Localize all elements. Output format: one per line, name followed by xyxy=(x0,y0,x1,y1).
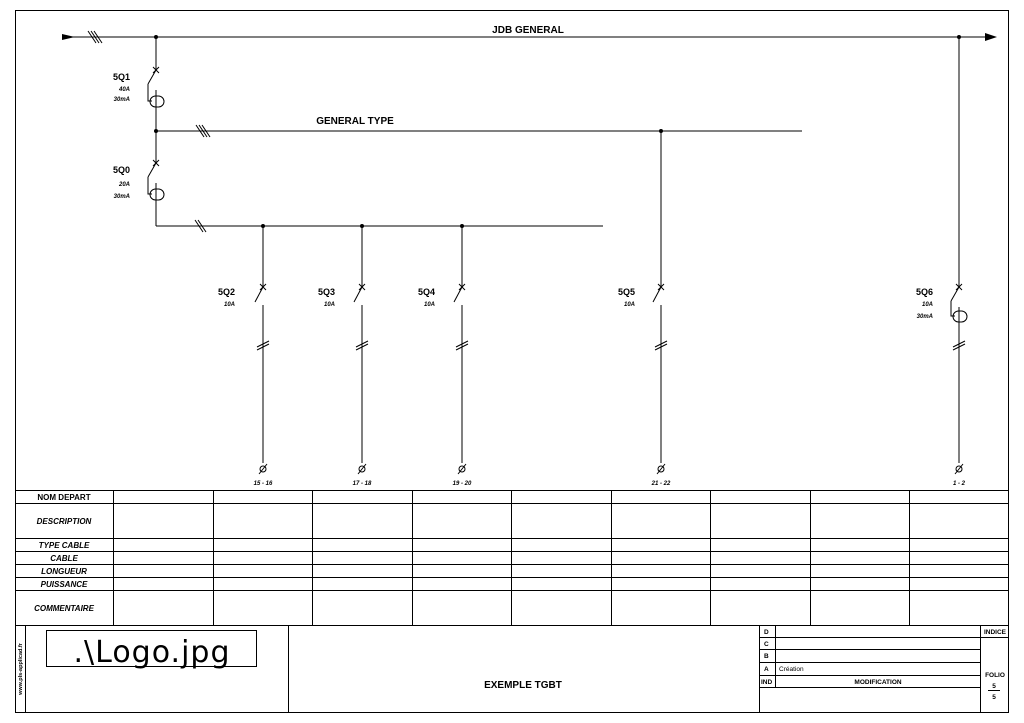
breaker-rating: 40A xyxy=(118,87,130,93)
feeder-5q5 xyxy=(652,131,668,475)
drawing-title: EXEMPLE TGBT xyxy=(484,680,562,691)
feeder-5q3 xyxy=(353,226,369,475)
main-bus-label: JDB GENERAL xyxy=(492,25,564,36)
side-website-text: www.pls-applicad.fr xyxy=(18,642,24,696)
differential-coil-symbol xyxy=(149,188,165,201)
breaker-rating: 20A xyxy=(118,182,130,188)
sub-bus-label: GENERAL TYPE xyxy=(316,116,394,127)
folio-number: 5 xyxy=(992,683,996,690)
folio-total: 5 xyxy=(992,694,996,701)
terminal-label: 17 - 18 xyxy=(353,481,372,487)
sub-bus-general-type xyxy=(156,124,802,138)
breaker-5q1 xyxy=(147,37,165,133)
terminal-symbol xyxy=(259,465,267,473)
main-bus-arrow-right xyxy=(985,33,997,41)
differential-coil-symbol xyxy=(952,310,968,323)
table-row-label: LONGUEUR xyxy=(41,567,87,576)
revision-index: A xyxy=(764,666,769,673)
breaker-id: 5Q0 xyxy=(113,165,130,175)
main-bus-conductor-marks xyxy=(87,30,103,44)
table-row-label: NOM DEPART xyxy=(37,493,90,502)
revision-index: B xyxy=(764,653,769,660)
page-frame xyxy=(15,10,1009,713)
revision-index: D xyxy=(764,629,769,636)
breaker-rating: 10A xyxy=(224,302,235,308)
feeder-table xyxy=(15,490,1009,626)
breaker-id: 5Q4 xyxy=(418,287,435,297)
terminal-label: 1 - 2 xyxy=(953,481,966,487)
terminal-label: 15 - 16 xyxy=(254,481,273,487)
main-bus-arrow-left xyxy=(62,34,75,40)
ind-label: IND xyxy=(761,679,773,686)
main-bus xyxy=(62,30,997,44)
revision-text: Création xyxy=(779,666,804,673)
terminal-label: 21 - 22 xyxy=(651,481,671,487)
revision-index: C xyxy=(764,641,769,648)
breaker-sensitivity: 30mA xyxy=(114,194,130,200)
feeder-5q2 xyxy=(254,226,270,475)
table-row-label: DESCRIPTION xyxy=(37,517,92,526)
breaker-id: 5Q2 xyxy=(218,287,235,297)
terminal-symbol xyxy=(657,465,665,473)
table-row-label: PUISSANCE xyxy=(41,580,88,589)
breaker-id: 5Q5 xyxy=(618,287,635,297)
table-row-label: CABLE xyxy=(50,554,78,563)
table-row-label: TYPE CABLE xyxy=(39,541,90,550)
logo-text: .\Logo.jpg xyxy=(73,635,230,670)
folio-label: FOLIO xyxy=(985,672,1005,679)
table-row-label: COMMENTAIRE xyxy=(34,604,95,613)
feeder-5q4 xyxy=(453,226,469,475)
breaker-sensitivity: 30mA xyxy=(114,97,130,103)
logo-placeholder xyxy=(46,630,257,667)
title-block xyxy=(25,625,1009,713)
breaker-rating: 10A xyxy=(324,302,335,308)
breaker-5q0 xyxy=(147,131,603,233)
indice-label: INDICE xyxy=(984,629,1007,636)
differential-coil-symbol xyxy=(149,95,165,108)
breaker-id: 5Q1 xyxy=(113,72,130,82)
breaker-rating: 10A xyxy=(922,302,933,308)
breaker-id: 5Q6 xyxy=(916,287,933,297)
breaker-sensitivity: 30mA xyxy=(917,314,933,320)
terminal-symbol xyxy=(955,465,963,473)
breaker-rating: 10A xyxy=(624,302,635,308)
feeder-5q6 xyxy=(950,37,968,475)
terminal-symbol xyxy=(358,465,366,473)
modification-label: MODIFICATION xyxy=(854,679,901,686)
terminal-symbol xyxy=(458,465,466,473)
breaker-rating: 10A xyxy=(424,302,435,308)
terminal-label: 19 - 20 xyxy=(453,481,472,487)
breaker-id: 5Q3 xyxy=(318,287,335,297)
